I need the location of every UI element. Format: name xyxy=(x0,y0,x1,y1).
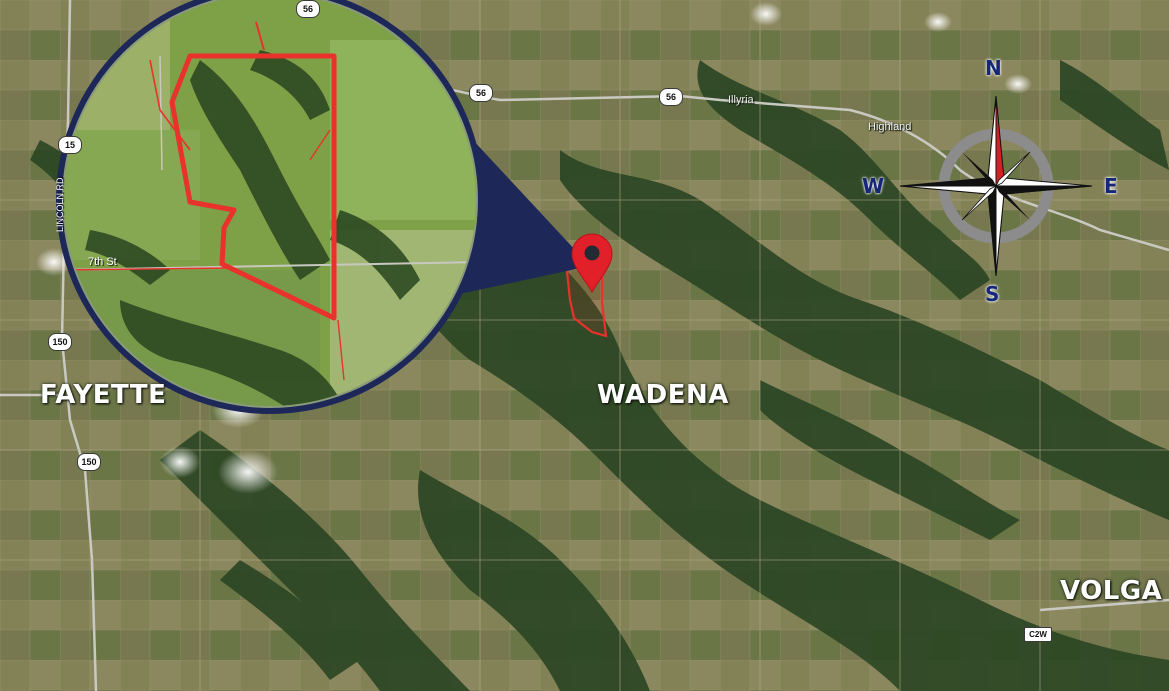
compass-south-label: S xyxy=(985,282,1000,306)
location-pin-icon[interactable] xyxy=(571,233,613,294)
road-shield-150: 15 xyxy=(58,136,82,154)
town-label-fayette: FAYETTE xyxy=(40,380,167,410)
clouds xyxy=(36,2,1032,494)
road-shield-150: 150 xyxy=(77,453,101,471)
forest-valleys xyxy=(30,60,1169,691)
road-shield-c2w: C2W xyxy=(1024,627,1052,642)
compass-rose-icon xyxy=(899,95,1093,277)
inset-parcel-outline[interactable] xyxy=(169,53,337,321)
town-label-wadena: WADENA xyxy=(597,380,729,410)
road-shield-150: 150 xyxy=(48,333,72,351)
town-label-volga: VOLGA xyxy=(1060,576,1163,606)
road-shield-56: 56 xyxy=(469,84,493,102)
place-label-illyria: Illyria xyxy=(728,94,754,106)
inset-street-label: 7th St xyxy=(88,256,117,268)
compass-east-label: E xyxy=(1104,174,1118,198)
inset-road-label: LINCOLN RD xyxy=(55,177,65,232)
road-shield-56: 56 xyxy=(296,0,320,18)
compass-north-label: N xyxy=(985,56,1002,80)
road-shield-56: 56 xyxy=(659,88,683,106)
place-label-highland: Highland xyxy=(868,121,912,133)
compass-west-label: W xyxy=(862,174,885,198)
